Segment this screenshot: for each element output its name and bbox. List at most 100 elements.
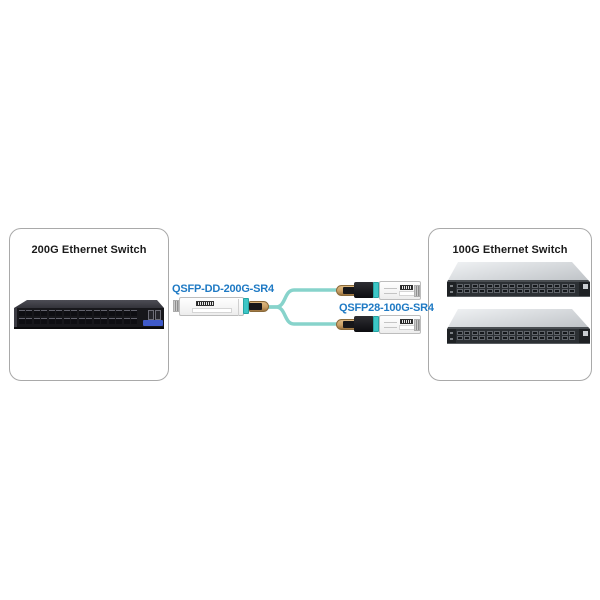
fiber-cable-lower — [264, 305, 344, 326]
port-icon — [532, 289, 538, 293]
port-icon — [109, 318, 115, 324]
port-icon — [71, 318, 77, 324]
port-icon — [569, 336, 575, 340]
port-icon — [502, 284, 508, 288]
rack-ear-icon — [14, 308, 17, 327]
port-icon — [509, 336, 515, 340]
port-icon — [86, 318, 92, 324]
port-icon — [554, 284, 560, 288]
port-icon — [487, 284, 493, 288]
port-row — [457, 284, 579, 288]
port-icon — [524, 336, 530, 340]
port-icon — [464, 284, 470, 288]
port-icon — [64, 310, 70, 316]
switch-front-panel — [14, 308, 164, 329]
port-icon — [131, 318, 137, 324]
port-icon — [539, 284, 545, 288]
qsfp28-port-grid — [457, 284, 579, 295]
rack-ear-icon — [579, 329, 590, 343]
port-icon — [532, 284, 538, 288]
boot-clip — [249, 303, 262, 310]
qsfp28-transceiver-upper — [336, 281, 421, 300]
boot-clip — [343, 321, 356, 328]
port-icon — [494, 331, 500, 335]
qsfp-dd-label: QSFP-DD-200G-SR4 — [172, 283, 274, 295]
port-icon — [479, 289, 485, 293]
port-icon — [532, 336, 538, 340]
port-icon — [457, 284, 463, 288]
port-icon — [116, 310, 122, 316]
barcode-label-icon — [400, 285, 413, 290]
port-icon — [19, 318, 25, 324]
port-icon — [494, 289, 500, 293]
brand-logo-icon — [583, 284, 588, 289]
port-icon — [86, 310, 92, 316]
port-icon — [532, 331, 538, 335]
switch-top-surface — [14, 300, 164, 308]
port-icon — [79, 318, 85, 324]
port-icon — [34, 310, 40, 316]
port-icon — [479, 336, 485, 340]
port-icon — [487, 289, 493, 293]
port-icon — [116, 318, 122, 324]
port-row — [19, 310, 141, 316]
label-lines — [384, 288, 397, 294]
port-icon — [494, 284, 500, 288]
port-icon — [49, 310, 55, 316]
port-icon — [539, 331, 545, 335]
port-icon — [94, 318, 100, 324]
right-panel-title: 100G Ethernet Switch — [452, 244, 568, 256]
qsfp28-port-grid — [457, 331, 579, 342]
port-row — [457, 289, 579, 293]
right-panel: 100G Ethernet Switch — [428, 228, 592, 381]
switch-top-surface — [447, 262, 590, 282]
port-icon — [464, 331, 470, 335]
pull-grip — [354, 316, 374, 332]
port-icon — [569, 331, 575, 335]
port-icon — [517, 289, 523, 293]
port-icon — [562, 289, 568, 293]
100g-switch-image-2 — [447, 309, 590, 345]
port-icon — [539, 336, 545, 340]
rack-ear-icon — [447, 329, 456, 343]
port-icon — [131, 310, 137, 316]
port-icon — [41, 318, 47, 324]
port-icon — [56, 318, 62, 324]
switch-front-panel — [447, 329, 590, 344]
port-row — [457, 336, 579, 340]
port-icon — [41, 310, 47, 316]
port-icon — [562, 284, 568, 288]
port-icon — [547, 331, 553, 335]
port-icon — [547, 289, 553, 293]
qsfp28-body — [379, 315, 421, 334]
port-icon — [517, 284, 523, 288]
port-icon — [509, 284, 515, 288]
left-panel-title: 200G Ethernet Switch — [31, 244, 147, 256]
port-icon — [124, 310, 130, 316]
200g-switch-image — [14, 300, 164, 331]
port-icon — [101, 310, 107, 316]
port-icon — [26, 310, 32, 316]
connector-pins-icon — [414, 319, 420, 331]
port-icon — [517, 331, 523, 335]
port-icon — [56, 310, 62, 316]
switch-top-surface — [447, 309, 590, 329]
mgmt-port-section — [148, 310, 161, 320]
port-icon — [472, 331, 478, 335]
qsfp-dd-transceiver — [173, 297, 270, 316]
port-icon — [569, 289, 575, 293]
qsfp-dd-body — [179, 297, 244, 316]
brand-logo-icon — [583, 331, 588, 336]
port-icon — [49, 318, 55, 324]
port-icon — [487, 331, 493, 335]
port-icon — [26, 318, 32, 324]
switch-front-panel — [447, 282, 590, 297]
qsfp28-label: QSFP28-100G-SR4 — [339, 302, 434, 314]
mgmt-port-icon — [155, 310, 161, 320]
port-icon — [562, 336, 568, 340]
port-icon — [464, 336, 470, 340]
port-icon — [472, 284, 478, 288]
barcode-label-icon — [400, 319, 413, 324]
connector-pins-icon — [173, 300, 179, 312]
